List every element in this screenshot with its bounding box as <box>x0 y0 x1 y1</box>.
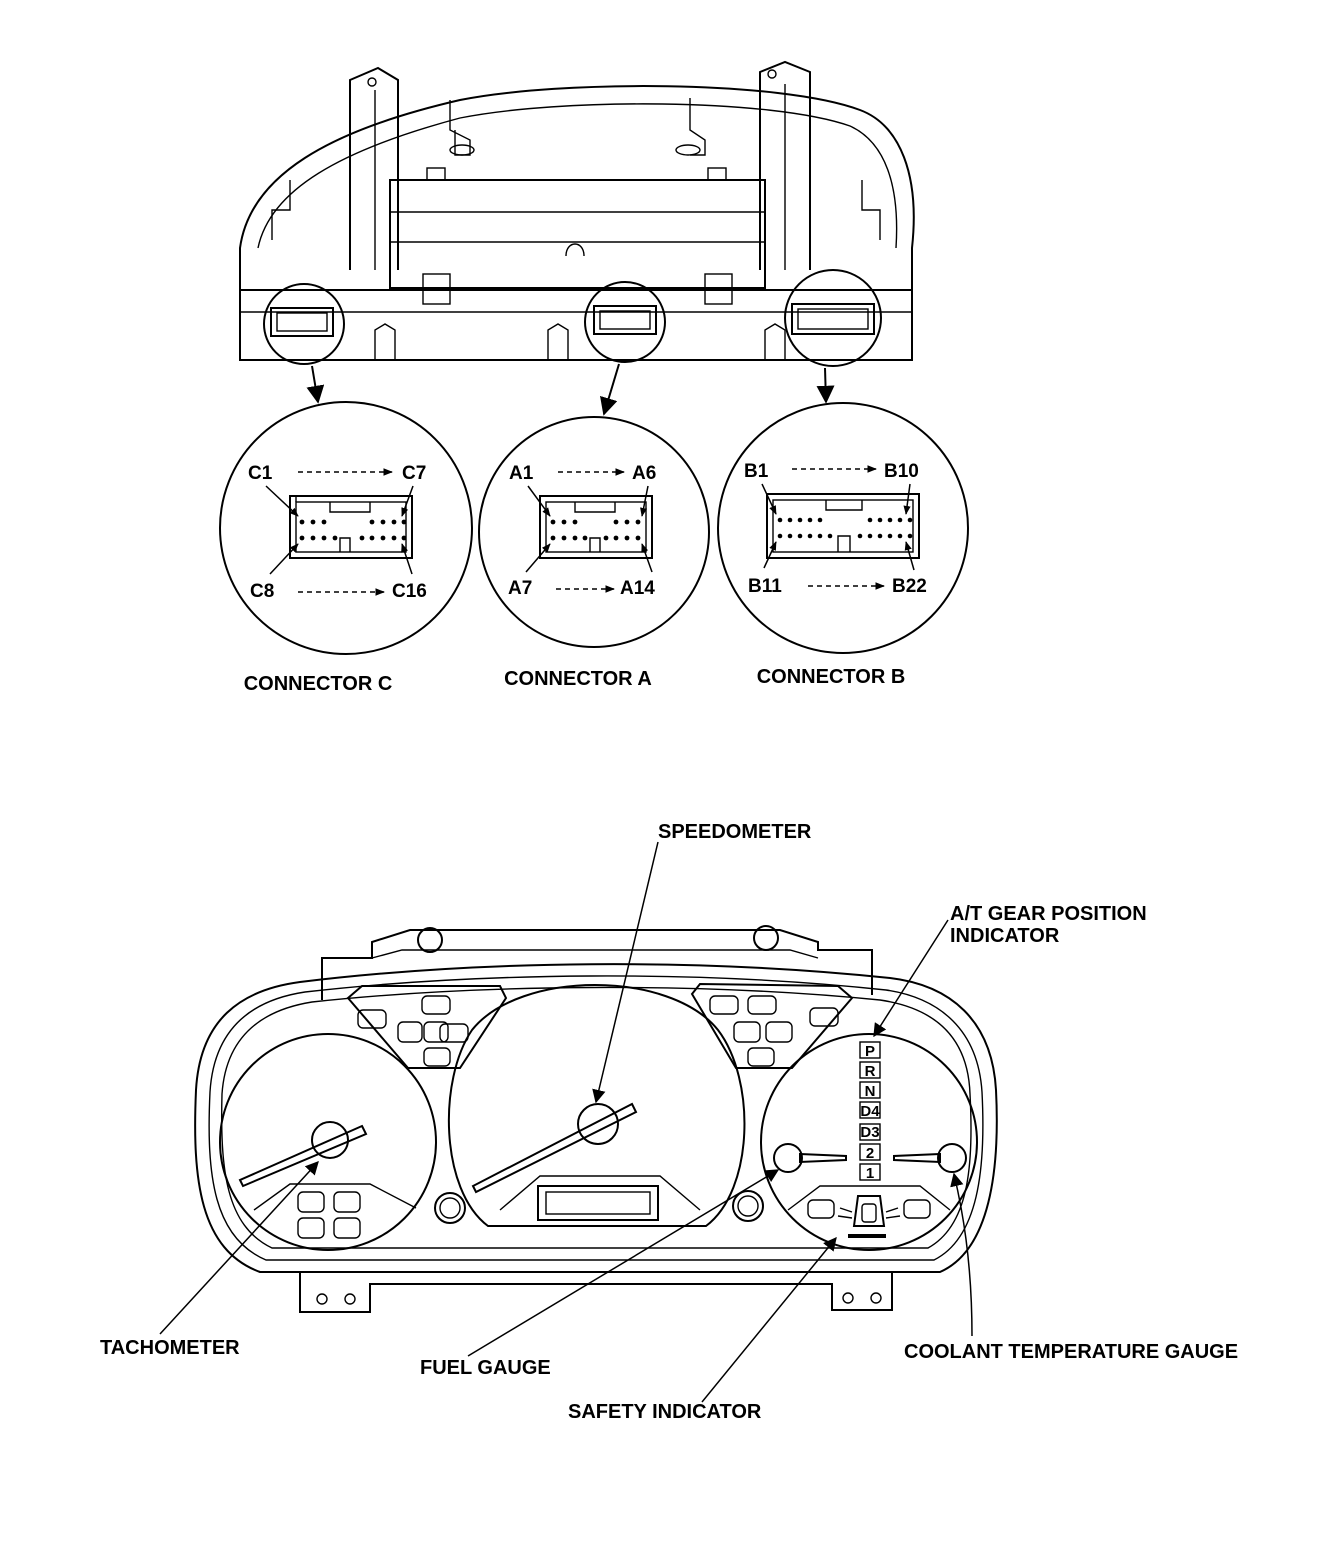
at-gear-label-line1: A/T GEAR POSITION <box>950 903 1147 925</box>
pin-label-b1: B1 <box>744 461 769 482</box>
pin-label-b10: B10 <box>884 461 919 482</box>
tachometer-dial <box>219 1033 437 1251</box>
connector-c-title: CONNECTOR C <box>244 673 393 695</box>
pin-label-c16: C16 <box>392 581 427 602</box>
gear-p: P <box>865 1043 875 1060</box>
tachometer-label: TACHOMETER <box>100 1337 240 1359</box>
at-gear-position-indicator: P R N D4 D3 2 1 <box>859 1041 881 1182</box>
pin-label-c8: C8 <box>250 581 274 602</box>
connector-c-detail: C1 C7 C8 C16 CONNECTOR C <box>219 401 473 695</box>
speedometer-dial <box>447 984 746 1227</box>
gear-d3: D3 <box>860 1124 879 1141</box>
pin-label-a14: A14 <box>620 578 655 599</box>
pin-label-a6: A6 <box>632 463 656 484</box>
gear-n: N <box>865 1083 876 1100</box>
cluster-front-view: P R N D4 D3 2 1 <box>159 841 998 1403</box>
pin-label-a7: A7 <box>508 578 532 599</box>
pin-label-b11: B11 <box>748 576 782 597</box>
gear-1: 1 <box>866 1165 874 1182</box>
coolant-gauge-label: COOLANT TEMPERATURE GAUGE <box>904 1341 1238 1363</box>
pin-label-c1: C1 <box>248 463 273 484</box>
zoom-ring-c <box>263 283 345 365</box>
zoom-ring-b <box>784 269 882 367</box>
zoom-ring-a <box>584 281 666 363</box>
connector-b-detail: B1 B10 B11 B22 CONNECTOR B <box>717 402 969 688</box>
pin-label-b22: B22 <box>892 576 927 597</box>
connector-a-title: CONNECTOR A <box>504 668 652 690</box>
connector-a-detail: A1 A6 A7 A14 CONNECTOR A <box>478 416 710 690</box>
left-indicator-panel <box>346 985 508 1069</box>
gear-r: R <box>865 1063 876 1080</box>
safety-indicator-icon <box>837 1195 901 1238</box>
fuel-gauge-label: FUEL GAUGE <box>420 1357 551 1379</box>
pin-label-a1: A1 <box>509 463 534 484</box>
combo-gauge-dial: P R N D4 D3 2 1 <box>760 1033 978 1251</box>
gear-d4: D4 <box>860 1103 880 1120</box>
cluster-rear-view <box>239 60 915 416</box>
gear-2: 2 <box>866 1145 874 1162</box>
at-gear-label-line2: INDICATOR <box>950 925 1060 947</box>
connector-b-title: CONNECTOR B <box>757 666 906 688</box>
pin-label-c7: C7 <box>402 463 426 484</box>
speedometer-label: SPEEDOMETER <box>658 821 812 843</box>
safety-indicator-label: SAFETY INDICATOR <box>568 1401 762 1423</box>
